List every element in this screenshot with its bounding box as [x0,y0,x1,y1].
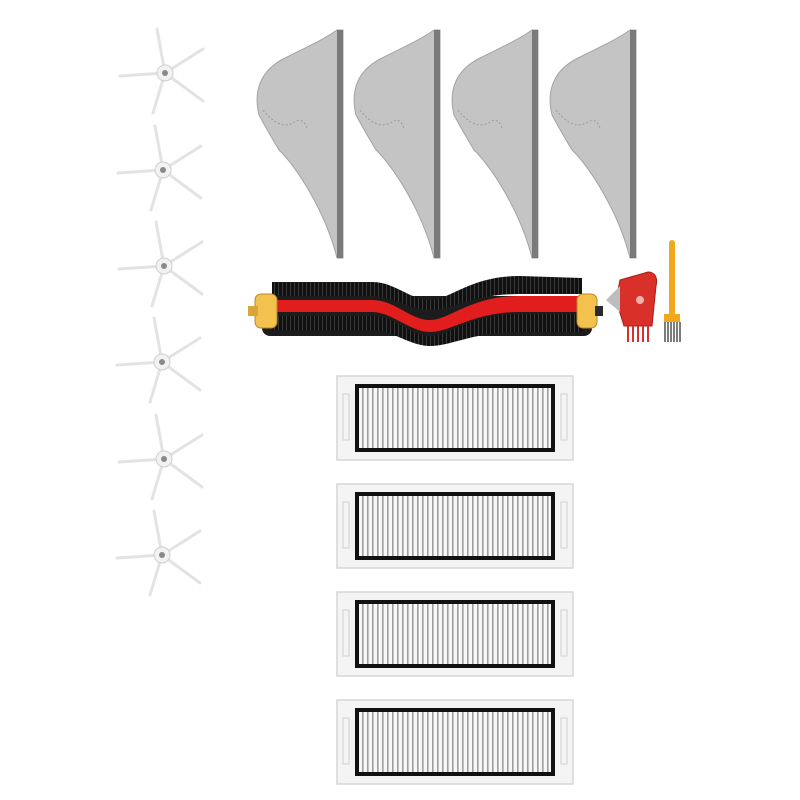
mop-pad-row [256,29,637,259]
side-brush-column [115,27,205,597]
side-brush-icon [118,27,205,115]
mop-pad-icon [353,29,441,259]
mop-pad-icon [549,29,637,259]
side-brush-icon [115,316,202,404]
side-brush-icon [115,509,202,597]
hepa-filter-column [336,375,574,785]
mop-pad-icon [256,29,344,259]
side-brush-icon [117,220,204,308]
hepa-filter-icon [336,375,574,461]
hepa-filter-icon [336,699,574,785]
side-brush-icon [116,124,203,212]
side-brush-icon [117,413,204,501]
cleaning-tool-icon [606,271,658,342]
hepa-filter-icon [336,483,574,569]
roller-brush-icon [248,276,603,346]
hepa-filter-icon [336,591,574,677]
mop-pad-icon [451,29,539,259]
cleaning-brush-icon [664,240,681,342]
